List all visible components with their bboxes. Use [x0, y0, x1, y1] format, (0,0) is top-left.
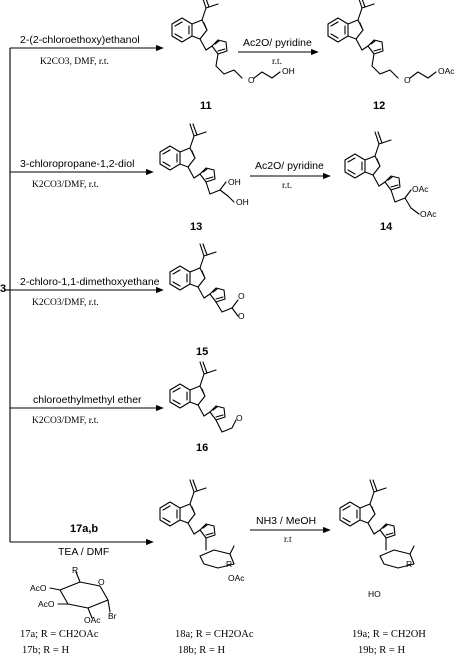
atom-13-oh1: OH: [228, 177, 241, 187]
atom-14-oac1: OAc: [412, 184, 429, 194]
structure-16: [169, 361, 237, 433]
atom-17-ring-o: O: [98, 577, 105, 587]
conditions-r3: K2CO3/DMF, r.t.: [32, 298, 99, 308]
atom-18-oac: OAc: [228, 573, 245, 583]
structure-14: [344, 131, 420, 215]
atom-17-aco2: AcO: [38, 599, 55, 609]
reagent-r2-step2: Ac2O/ pyridine: [255, 160, 324, 172]
label-18a: 18a; R = CH2OAc: [175, 629, 254, 640]
atom-15-o1: O: [238, 291, 245, 301]
label-12: 12: [373, 100, 386, 112]
label-13: 13: [190, 221, 203, 233]
label-16: 16: [196, 442, 209, 454]
reagent-r5-step2: NH3 / MeOH: [256, 515, 317, 527]
reagent-r2: 3-chloropropane-1,2-diol: [20, 158, 135, 170]
reagent-r4: chloroethylmethyl ether: [33, 394, 142, 406]
label-17b: 17b; R = H: [22, 645, 70, 656]
conditions-r1: K2CO3, DMF, r.t.: [40, 57, 109, 67]
label-11: 11: [200, 100, 212, 112]
label-18b: 18b; R = H: [178, 645, 226, 656]
structure-11: [171, 0, 281, 79]
label-15: 15: [196, 346, 209, 358]
conditions-r4: K2CO3/DMF, r.t.: [32, 416, 99, 426]
conditions-r1-step2: r.t.: [272, 57, 283, 67]
atom-14-oac2: OAc: [420, 209, 437, 219]
reagent-r1: 2-(2-chloroethoxy)ethanol: [20, 34, 140, 46]
atom-15-o2: O: [238, 311, 245, 321]
structure-17: [49, 571, 111, 619]
structure-13: [159, 123, 235, 203]
atom-17-oac: OAc: [84, 615, 101, 625]
branch-arrows: [10, 44, 331, 546]
atom-17-r: R: [72, 565, 79, 575]
label-14: 14: [380, 221, 393, 233]
atom-19-r: R: [406, 559, 413, 569]
atom-19-ho: HO: [368, 589, 381, 599]
atom-12-oac: OAc: [438, 66, 455, 76]
conditions-r2: K2CO3/DMF, r.t.: [32, 180, 99, 190]
reagent-r3: 2-chloro-1,1-dimethoxyethane: [20, 276, 160, 288]
start-compound-label: 3: [0, 283, 7, 295]
label-19a: 19a; R = CH2OH: [352, 629, 426, 640]
conditions-r2-step2: r.t.: [282, 181, 293, 191]
atom-17-aco1: AcO: [30, 583, 47, 593]
atom-18-r: R: [226, 559, 233, 569]
label-19b: 19b; R = H: [358, 645, 406, 656]
atom-11-oh: OH: [282, 66, 295, 76]
atom-12-o: O: [404, 75, 411, 85]
conditions-r5-step2: r.t: [284, 535, 292, 545]
structure-12: [327, 0, 437, 79]
structure-19: [339, 479, 415, 569]
structure-15: [169, 243, 239, 317]
reagent-r1-step2: Ac2O/ pyridine: [243, 37, 312, 49]
atom-16-o: O: [236, 413, 243, 423]
conditions-r5: TEA / DMF: [58, 546, 110, 558]
reagent-r5: 17a,b: [70, 523, 99, 535]
structure-18: [159, 479, 235, 569]
label-17a: 17a; R = CH2OAc: [20, 629, 99, 640]
atom-11-o: O: [248, 75, 255, 85]
atom-13-oh2: OH: [236, 197, 249, 207]
atom-17-br: Br: [108, 611, 117, 621]
